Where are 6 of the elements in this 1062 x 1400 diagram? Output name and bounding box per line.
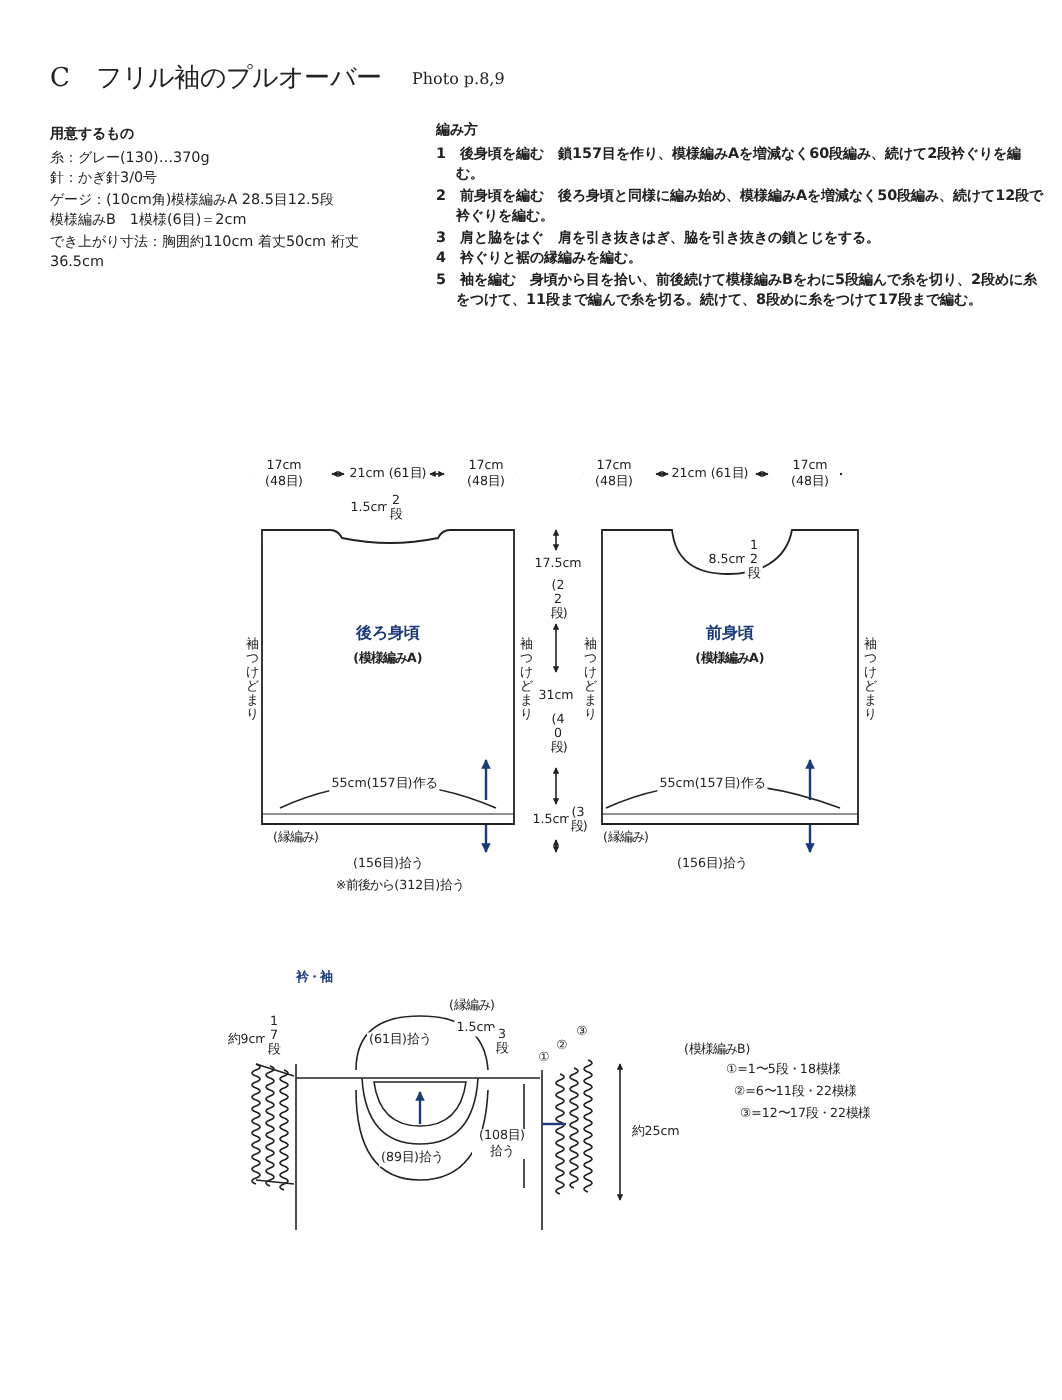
photo-reference: Photo p.8,9	[410, 72, 507, 87]
pattern-piece	[602, 530, 858, 824]
pattern-piece	[262, 530, 514, 824]
title: C フリル袖のプルオーバー	[50, 62, 382, 96]
piece-name: 前身頃	[706, 622, 754, 644]
piece-name: 後ろ身頃	[356, 622, 420, 644]
